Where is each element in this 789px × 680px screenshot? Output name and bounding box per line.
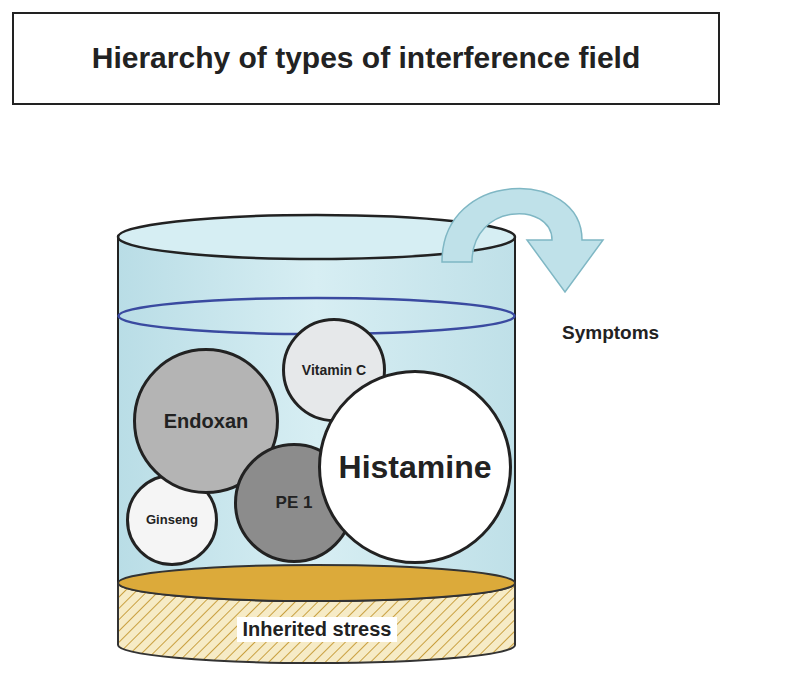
node-label: Histamine xyxy=(339,449,492,486)
circle-shape xyxy=(320,372,511,563)
node-label: Ginseng xyxy=(146,513,198,528)
node-label: Inherited stress xyxy=(237,617,398,642)
overflow-arrow xyxy=(442,188,603,292)
base-band: Inherited stress xyxy=(110,560,524,672)
node-label: Endoxan xyxy=(164,410,248,433)
title-text: Hierarchy of types of interference field xyxy=(92,41,641,76)
node-label: Vitamin C xyxy=(302,362,366,378)
title-box: Hierarchy of types of interference field xyxy=(12,12,720,105)
node-label: PE 1 xyxy=(276,493,313,513)
agent-circle: Histamine xyxy=(318,370,512,564)
cylinder-body xyxy=(118,237,515,603)
symptoms-label: Symptoms xyxy=(562,322,659,344)
base-top xyxy=(118,565,515,601)
